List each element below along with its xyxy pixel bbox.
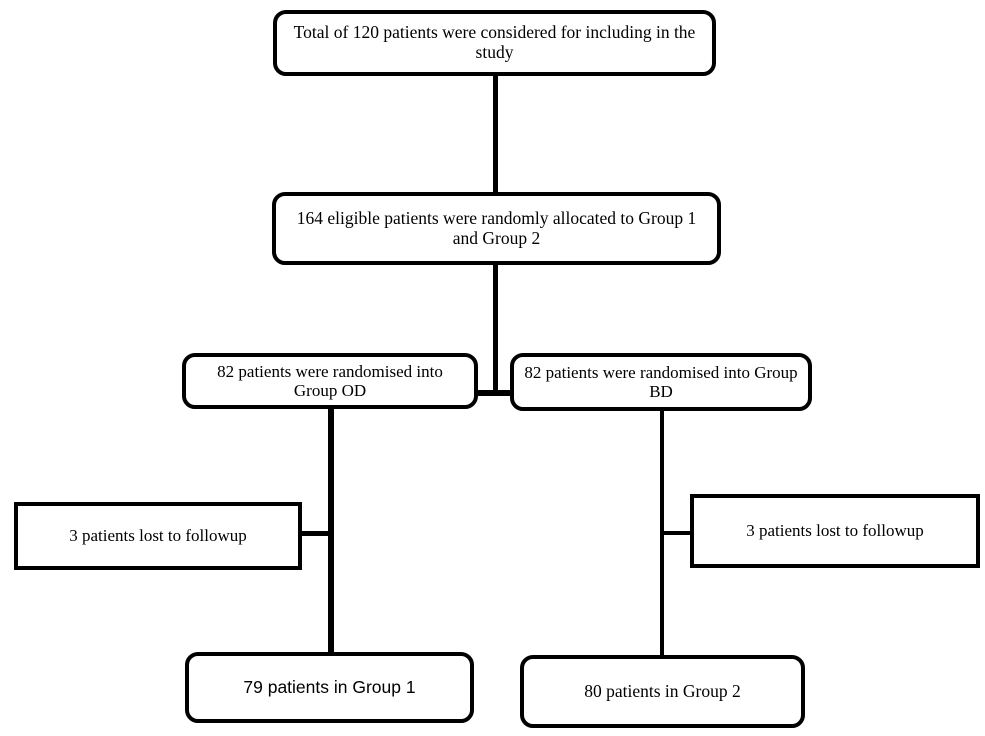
node-total-considered: Total of 120 patients were considered fo… — [273, 10, 716, 76]
connector-eligible-to-split — [493, 263, 498, 395]
node-final-group-1: 79 patients in Group 1 — [185, 652, 474, 723]
node-group-od-label: 82 patients were randomised into Group O… — [217, 361, 443, 400]
connector-group-bd-to-lost-right — [662, 531, 692, 535]
connector-split-bar — [474, 390, 514, 396]
node-group-od: 82 patients were randomised into Group O… — [182, 353, 478, 409]
connector-total-to-eligible — [493, 74, 498, 194]
node-eligible-allocated: 164 eligible patients were randomly allo… — [272, 192, 721, 265]
node-final-group-2: 80 patients in Group 2 — [520, 655, 805, 728]
node-lost-followup-right-label: 3 patients lost to followup — [746, 521, 924, 541]
node-group-bd-label: 82 patients were randomised into Group B… — [524, 362, 798, 401]
connector-group-od-to-final — [328, 406, 334, 656]
connector-group-od-to-lost-left — [299, 531, 331, 536]
node-total-considered-label: Total of 120 patients were considered fo… — [293, 22, 696, 62]
node-eligible-allocated-label: 164 eligible patients were randomly allo… — [296, 207, 697, 248]
node-final-group-2-label: 80 patients in Group 2 — [584, 680, 741, 701]
node-group-bd: 82 patients were randomised into Group B… — [510, 353, 812, 411]
node-lost-followup-right: 3 patients lost to followup — [690, 494, 980, 568]
node-lost-followup-left-label: 3 patients lost to followup — [69, 526, 247, 546]
node-final-group-1-label: 79 patients in Group 1 — [243, 676, 416, 697]
node-lost-followup-left: 3 patients lost to followup — [14, 502, 302, 570]
